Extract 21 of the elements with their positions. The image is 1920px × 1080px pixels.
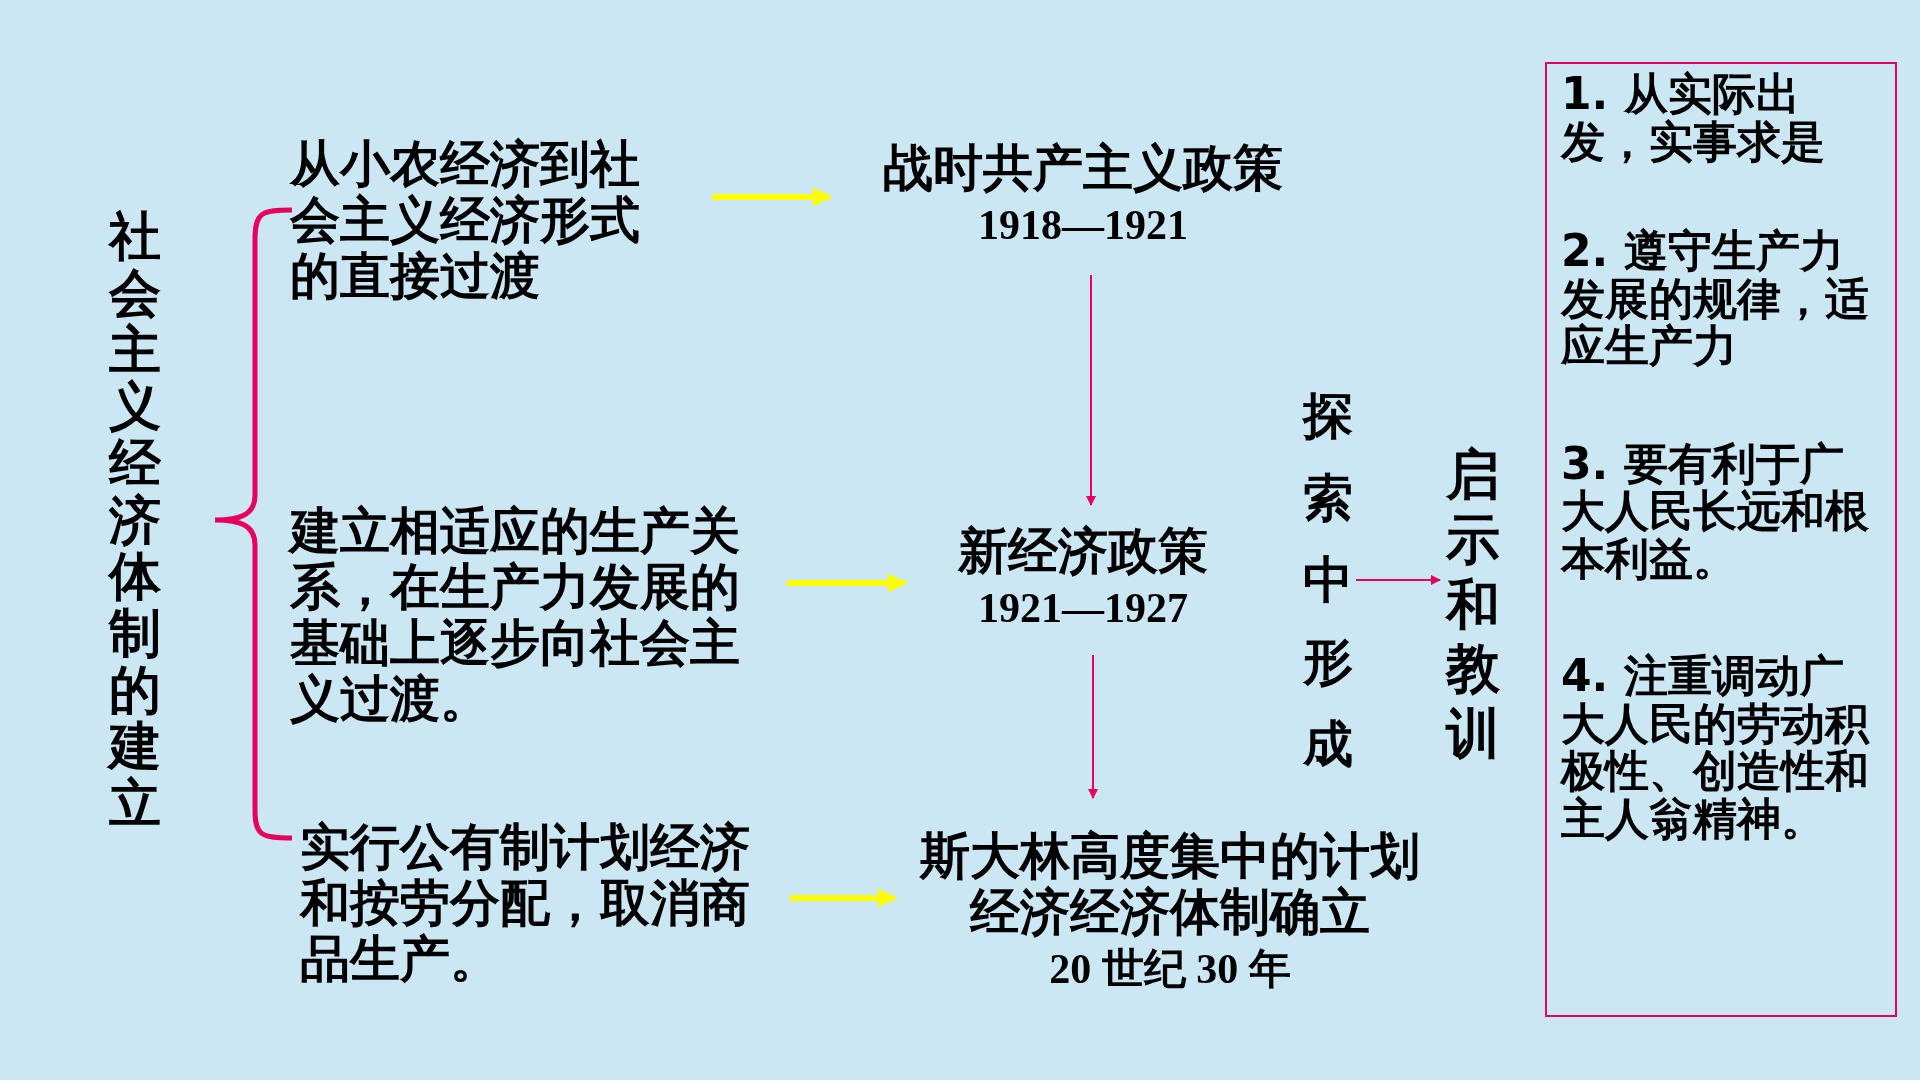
arrow: [790, 888, 897, 908]
vertical-label: 探索中形成: [1303, 386, 1353, 775]
lesson-item: 4. 注重调动广大人民的劳动积极性、创造性和主人翁精神。: [1561, 652, 1871, 843]
arrow: [1088, 654, 1098, 799]
lessons-panel: [1545, 62, 1897, 1017]
arrow: [1355, 575, 1441, 585]
stage-title: 斯大林高度集中的计划经济经济体制确立: [918, 827, 1421, 940]
period-text: 1918—1921: [978, 201, 1188, 251]
arrow: [787, 573, 907, 593]
description-text: 从小农经济到社会主义经济形式的直接过渡: [290, 136, 641, 304]
lesson-item: 2. 遵守生产力发展的规律，适应生产力: [1561, 227, 1870, 370]
stage-title: 新经济政策: [958, 522, 1208, 579]
period-text: 1921—1927: [978, 583, 1188, 633]
vertical-label: 启示和教训: [1446, 443, 1500, 767]
arrow: [712, 187, 832, 207]
arrow: [1086, 274, 1096, 506]
lesson-item: 3. 要有利于广大人民长远和根本利益。: [1561, 439, 1870, 583]
stage-title: 战时共产主义政策: [883, 140, 1283, 197]
period-text: 20 世纪 30 年: [1049, 944, 1291, 994]
lesson-item: 1. 从实际出发，实事求是: [1561, 70, 1826, 166]
description-text: 实行公有制计划经济和按劳分配，取消商品生产。: [300, 818, 750, 987]
